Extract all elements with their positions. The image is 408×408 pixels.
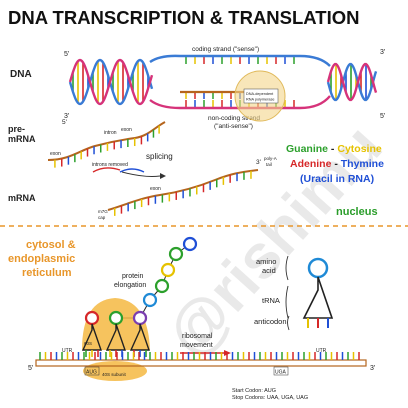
legend-dash-1: - — [328, 143, 337, 155]
ribosome-60s-label: 60S — [84, 341, 92, 346]
anticodon-bracket — [287, 315, 290, 331]
dna-three-prime-top: 3' — [380, 49, 385, 56]
start-codon-label: AUG — [86, 370, 97, 376]
legend-uracil-close: in RNA) — [333, 173, 374, 185]
dna-five-prime-top: 5' — [64, 51, 69, 58]
trna-bracket — [285, 285, 289, 319]
utr-right-label: UTR — [316, 348, 327, 354]
amino-acid — [160, 262, 176, 278]
dna-five-prime-bottom: 5' — [380, 113, 385, 120]
trna-label: tRNA — [262, 296, 280, 305]
trna-body — [129, 323, 150, 351]
noncoding-strand-label: non-coding strand — [208, 115, 260, 122]
cytosol-mrna-five-prime: 5' — [28, 365, 33, 372]
trna-body — [81, 323, 102, 351]
amino-acid-bracket — [285, 255, 289, 281]
nucleotide-legend-row-2: Adenine - Thymine — [290, 158, 384, 170]
pre-mrna-label-1: pre- — [8, 124, 25, 134]
exon-label-3: exon — [150, 186, 161, 192]
splicing-arrowhead — [160, 173, 166, 179]
legend-anticodon-bases — [307, 318, 329, 328]
anticodon-label: anticodon — [254, 317, 287, 326]
dna-strand — [326, 62, 378, 102]
legend-guanine: Guanine — [286, 143, 328, 155]
amino-acid-label-2: acid — [262, 266, 276, 275]
legend-cytosine: Cytosine — [337, 143, 382, 155]
dna-three-prime-bottom: 3' — [64, 113, 69, 120]
trna-amino-acid — [84, 310, 100, 326]
stop-codon-box — [273, 366, 289, 376]
start-codon-box — [84, 366, 100, 376]
removed-intron-1 — [92, 167, 121, 173]
legend-trna-shape — [302, 276, 334, 319]
polya-label-1: poly-A — [264, 156, 277, 161]
ribosomal-label-2: movement — [180, 342, 213, 349]
coding-strand-label: coding strand ("sense") — [192, 46, 259, 53]
amino-acid — [182, 236, 198, 252]
pre-mrna-five-prime: 5' — [62, 119, 67, 126]
legend-amino-acid-circle — [307, 257, 329, 279]
dna-strand — [326, 62, 378, 102]
trna-amino-acid — [108, 310, 124, 326]
legend-thymine: Thymine — [341, 158, 384, 170]
dna-helix-right — [326, 62, 378, 102]
nucleus-label: nucleus — [336, 206, 378, 218]
protein-label-1: protein — [122, 273, 144, 280]
cap-label-1: m7G — [98, 209, 108, 214]
removed-intron-2 — [119, 168, 145, 173]
cytosol-mrna-three-prime: 3' — [370, 365, 375, 372]
noncoding-strand-label-2: ("anti-sense") — [214, 123, 253, 130]
introns-removed-label: introns removed — [92, 162, 128, 168]
amino-acid — [168, 246, 184, 262]
legend-dash-2: - — [331, 158, 340, 170]
trna-body — [105, 323, 126, 351]
mrna-strand — [107, 169, 259, 211]
mrna-label: mRNA — [8, 193, 36, 203]
cap-label-2: cap — [98, 215, 106, 220]
nucleotide-legend-row-1: Guanine - Cytosine — [286, 143, 382, 155]
rna-polymerase-label-1: DNA-dependent — [246, 92, 274, 96]
cytosol-mrna-backbone — [35, 359, 367, 367]
splicing-arrow — [121, 171, 161, 177]
legend-uracil-open: ( — [300, 173, 304, 185]
ribosome-40s-label: 40S subunit — [102, 372, 127, 377]
protein-label-2: elongation — [114, 282, 146, 289]
coding-strand — [149, 54, 331, 67]
legend-uracil: Uracil — [304, 173, 333, 185]
trna-amino-acid — [132, 310, 148, 326]
intron-label: intron — [104, 130, 117, 136]
dna-helix-left — [68, 58, 154, 106]
dna-strand — [68, 58, 154, 106]
rna-polymerase-box — [243, 88, 279, 104]
start-codon-note: Start Codon: AUG — [232, 388, 276, 394]
amino-acid-label-1: amino — [256, 257, 276, 266]
exon-label-2: exon — [121, 127, 132, 133]
pre-mrna-bases — [54, 125, 160, 168]
cytosol-label-3: reticulum — [22, 267, 72, 279]
legend-adenine: Adenine — [290, 158, 332, 170]
amino-acid — [154, 278, 170, 294]
diagram-title: DNA TRANSCRIPTION & TRANSLATION — [8, 7, 359, 28]
dna-strand — [68, 58, 154, 106]
cytosol-label-1: cytosol & — [26, 239, 76, 251]
mrna-bases — [114, 170, 252, 216]
nucleotide-legend-row-3: (Uracil in RNA) — [300, 173, 374, 185]
pre-mrna-three-prime: 3' — [256, 159, 261, 166]
utr-left-label: UTR — [62, 348, 73, 354]
stop-codon-label: UGA — [275, 370, 287, 376]
dna-label: DNA — [10, 69, 32, 80]
amino-acid — [142, 292, 158, 308]
stop-codons-note: Stop Codons: UAA, UGA, UAG — [232, 395, 308, 401]
cytosol-mrna-bases — [39, 352, 360, 360]
polya-label-2: tail — [266, 162, 272, 167]
cytosol-label-2: endoplasmic — [8, 253, 75, 265]
exon-label-1: exon — [50, 151, 61, 157]
splicing-label: splicing — [146, 152, 173, 161]
ribosomal-label-1: ribosomal — [182, 333, 213, 340]
pre-mrna-label-2: mRNA — [8, 134, 36, 144]
rna-polymerase-label-2: RNA polymerase — [246, 98, 275, 102]
